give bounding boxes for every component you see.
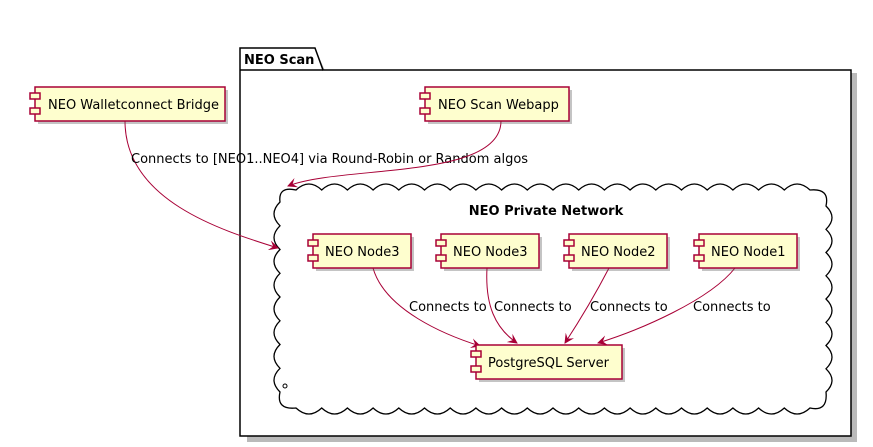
component-neo-node3-b[interactable]: NEO Node3 [435, 233, 542, 271]
edge-label-node1: Connects to [693, 300, 771, 315]
component-label: NEO Node2 [581, 245, 656, 260]
edge-label-node3a: Connects to [409, 300, 487, 315]
edge-node2-to-postgres: Connects to [564, 267, 668, 344]
edge-label-bridge: Connects to [NEO1..NEO4] via Round-Robin… [131, 152, 528, 167]
edge-webapp-to-cloud [287, 120, 502, 188]
edge-label-node2: Connects to [590, 300, 668, 315]
component-label: NEO Node3 [453, 245, 528, 260]
component-neo-node3-a[interactable]: NEO Node3 [307, 233, 414, 271]
edge-node1-to-postgres: Connects to [597, 267, 771, 346]
cloud-neo-private-network: NEO Private Network [273, 183, 833, 415]
cloud-title: NEO Private Network [469, 204, 624, 219]
component-label: NEO Scan Webapp [438, 98, 559, 113]
component-walletconnect-bridge[interactable]: NEO Walletconnect Bridge [29, 86, 228, 124]
component-label: PostgreSQL Server [488, 356, 610, 371]
component-label: NEO Walletconnect Bridge [48, 98, 219, 113]
component-neo-node1[interactable]: NEO Node1 [693, 233, 800, 271]
package-title: NEO Scan [244, 53, 314, 68]
edge-node3b-to-postgres: Connects to [486, 267, 572, 344]
component-label: NEO Node1 [711, 245, 786, 260]
component-label: NEO Node3 [325, 245, 400, 260]
component-neo-scan-webapp[interactable]: NEO Scan Webapp [419, 86, 572, 124]
edge-node3a-to-postgres: Connects to [372, 267, 487, 349]
component-postgresql-server[interactable]: PostgreSQL Server [470, 344, 625, 382]
component-neo-node2[interactable]: NEO Node2 [563, 233, 670, 271]
edge-label-node3b: Connects to [494, 300, 572, 315]
edge-bridge-to-cloud: Connects to [NEO1..NEO4] via Round-Robin… [124, 120, 528, 251]
